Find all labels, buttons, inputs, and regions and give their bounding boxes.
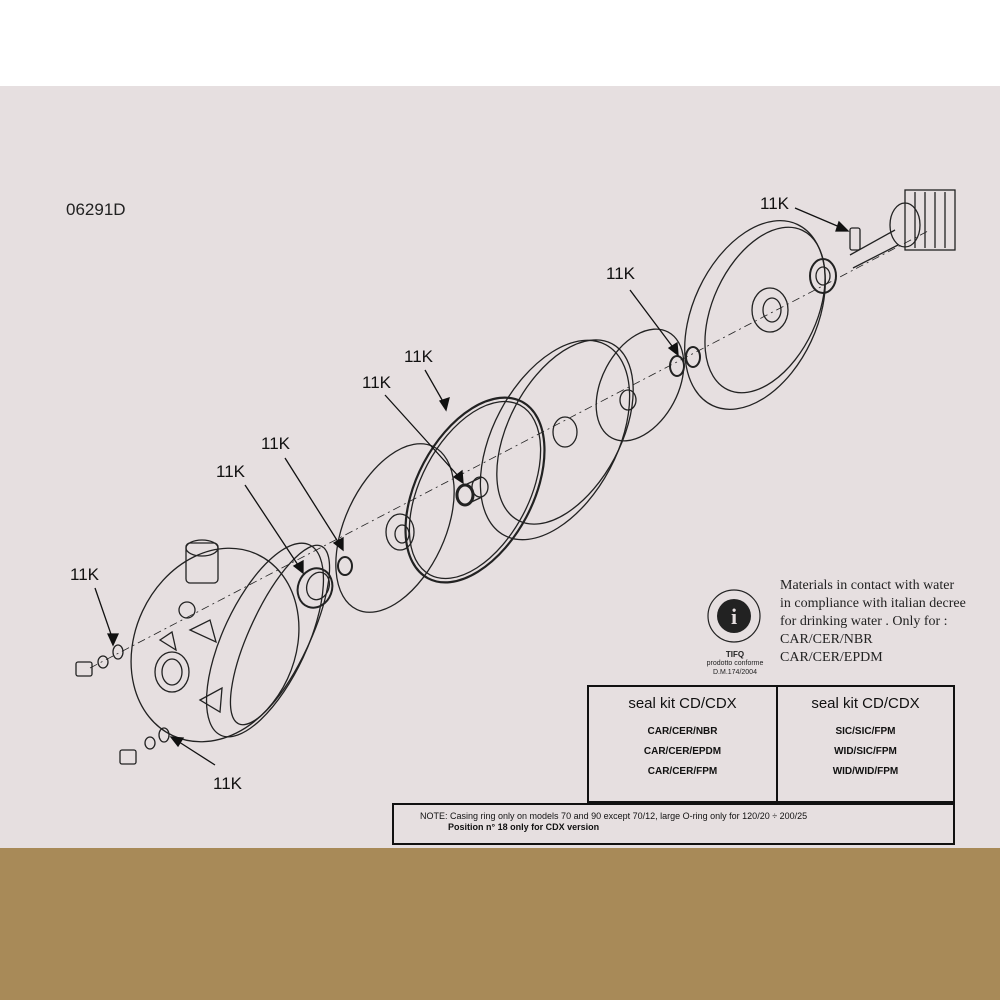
callout-lower-bolt-washer: 11K bbox=[213, 774, 242, 793]
callout-large-o-ring: 11K bbox=[404, 347, 433, 366]
note-line-2: Position n° 18 only for CDX version bbox=[448, 822, 600, 832]
mechanical-seal bbox=[455, 476, 489, 507]
seal-kit-item: WID/SIC/FPM bbox=[834, 746, 897, 757]
seal-kit-title: seal kit CD/CDX bbox=[811, 695, 920, 712]
drawing-code: 06291D bbox=[66, 200, 126, 219]
note-line-1: NOTE: Casing ring only on models 70 and … bbox=[420, 811, 808, 821]
parts-sheet bbox=[0, 86, 1000, 876]
pump-casing bbox=[130, 539, 331, 743]
seal-kit-column-car: seal kit CD/CDX CAR/CER/NBR CAR/CER/EPDM… bbox=[589, 687, 776, 803]
leader-arrows bbox=[94, 207, 850, 766]
note-box: NOTE: Casing ring only on models 70 and … bbox=[392, 803, 955, 845]
seal-kit-item: WID/WID/FPM bbox=[832, 766, 899, 777]
drinking-water-statement: Materials in contact with water in compl… bbox=[780, 578, 966, 665]
seal-kit-item: CAR/CER/NBR bbox=[647, 726, 718, 737]
seal-kit-column-sic: seal kit CD/CDX SIC/SIC/FPM WID/SIC/FPM … bbox=[778, 687, 953, 803]
callout-impeller-nut: 11K bbox=[261, 434, 290, 453]
svg-text:i: i bbox=[731, 604, 737, 629]
callout-shaft-key: 11K bbox=[760, 194, 789, 213]
seal-kit-item: CAR/CER/FPM bbox=[647, 766, 718, 777]
seal-kit-table: seal kit CD/CDX CAR/CER/NBR CAR/CER/EPDM… bbox=[587, 685, 955, 803]
tifq-logo: i bbox=[707, 589, 761, 643]
cardboard-background bbox=[0, 848, 1000, 1000]
cert-footer-line2: D.M.174/2004 bbox=[713, 669, 757, 676]
seal-kit-title: seal kit CD/CDX bbox=[628, 695, 737, 712]
callout-casing-bolt-washer: 11K bbox=[70, 565, 99, 584]
tifq-label: TIFQ bbox=[725, 650, 745, 659]
seal-kit-item: CAR/CER/EPDM bbox=[643, 746, 722, 757]
callout-mechanical-seal: 11K bbox=[362, 373, 391, 392]
callout-seal-ring: 11K bbox=[606, 264, 635, 283]
callout-casing-ring: 11K bbox=[216, 462, 245, 481]
motor-shaft bbox=[849, 189, 956, 269]
table-divider bbox=[776, 687, 778, 803]
casing-bolts bbox=[75, 644, 170, 765]
seal-kit-item: SIC/SIC/FPM bbox=[835, 726, 896, 737]
cert-footer-line1: prodotto conforme bbox=[706, 660, 764, 667]
